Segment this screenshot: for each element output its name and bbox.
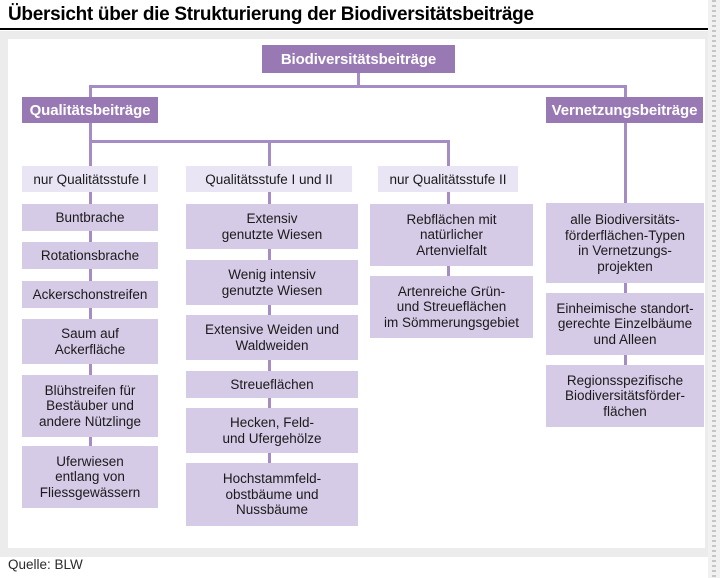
node-artenreiche-flaechen: Artenreiche Grün- und Streueflächen im S… xyxy=(370,276,533,338)
node-hecken-ufergehoelze: Hecken, Feld- und Ufergehölze xyxy=(186,408,358,453)
node-rotationsbrache: Rotationsbrache xyxy=(22,242,158,269)
node-regionsspezifische-bff: Regionsspezifische Biodiversitätsförder-… xyxy=(546,365,704,427)
connector-quality-stem xyxy=(89,123,92,143)
node-biodiversitaetsbeitraege: Biodiversitätsbeiträge xyxy=(262,45,455,73)
page-title: Übersicht über die Strukturierung der Bi… xyxy=(8,4,534,25)
node-einzelbaeume-alleen: Einheimische standort- gerechte Einzelbä… xyxy=(546,293,704,355)
node-vernetzungsbeitraege: Vernetzungsbeiträge xyxy=(546,97,703,123)
connector-col2-stub xyxy=(268,140,271,166)
title-rule xyxy=(0,28,711,30)
node-saum-auf-ackerflaeche: Saum auf Ackerfläche xyxy=(22,319,158,364)
node-rebflaechen: Rebflächen mit natürlicher Artenvielfalt xyxy=(370,204,533,266)
connector-root-stem xyxy=(357,73,360,87)
connector-quality-stub xyxy=(89,85,92,97)
connector-col1-stub xyxy=(89,140,92,166)
node-extensive-weiden: Extensive Weiden und Waldweiden xyxy=(186,315,358,360)
node-bff-typen-vernetzung: alle Biodiversitäts- förderflächen-Typen… xyxy=(546,203,704,283)
node-bluehstreifen: Blühstreifen für Bestäuber und andere Nü… xyxy=(22,375,158,437)
node-hochstammbaeume: Hochstammfeld- obstbäume und Nussbäume xyxy=(186,463,358,526)
node-subheader-stufe1und2: Qualitätsstufe I und II xyxy=(186,166,352,192)
node-wenig-intensiv-wiesen: Wenig intensiv genutzte Wiesen xyxy=(186,260,358,305)
node-ackerschonstreifen: Ackerschonstreifen xyxy=(22,281,158,308)
connector-level1-horizontal xyxy=(89,85,627,88)
source-text: Quelle: BLW xyxy=(8,557,83,572)
node-streueflaechen: Streueflächen xyxy=(186,371,358,398)
connector-col3-stub xyxy=(447,140,450,166)
node-subheader-stufe1: nur Qualitätsstufe I xyxy=(22,166,158,192)
node-uferwiesen: Uferwiesen entlang von Fliessgewässern xyxy=(22,446,158,508)
node-buntbrache: Buntbrache xyxy=(22,204,158,231)
connector-network-stub xyxy=(624,85,627,97)
node-qualitaetsbeitraege: Qualitätsbeiträge xyxy=(22,97,158,123)
page-edge-dots xyxy=(712,0,716,578)
node-subheader-stufe2: nur Qualitätsstufe II xyxy=(378,166,518,192)
node-extensiv-wiesen: Extensiv genutzte Wiesen xyxy=(186,204,358,249)
